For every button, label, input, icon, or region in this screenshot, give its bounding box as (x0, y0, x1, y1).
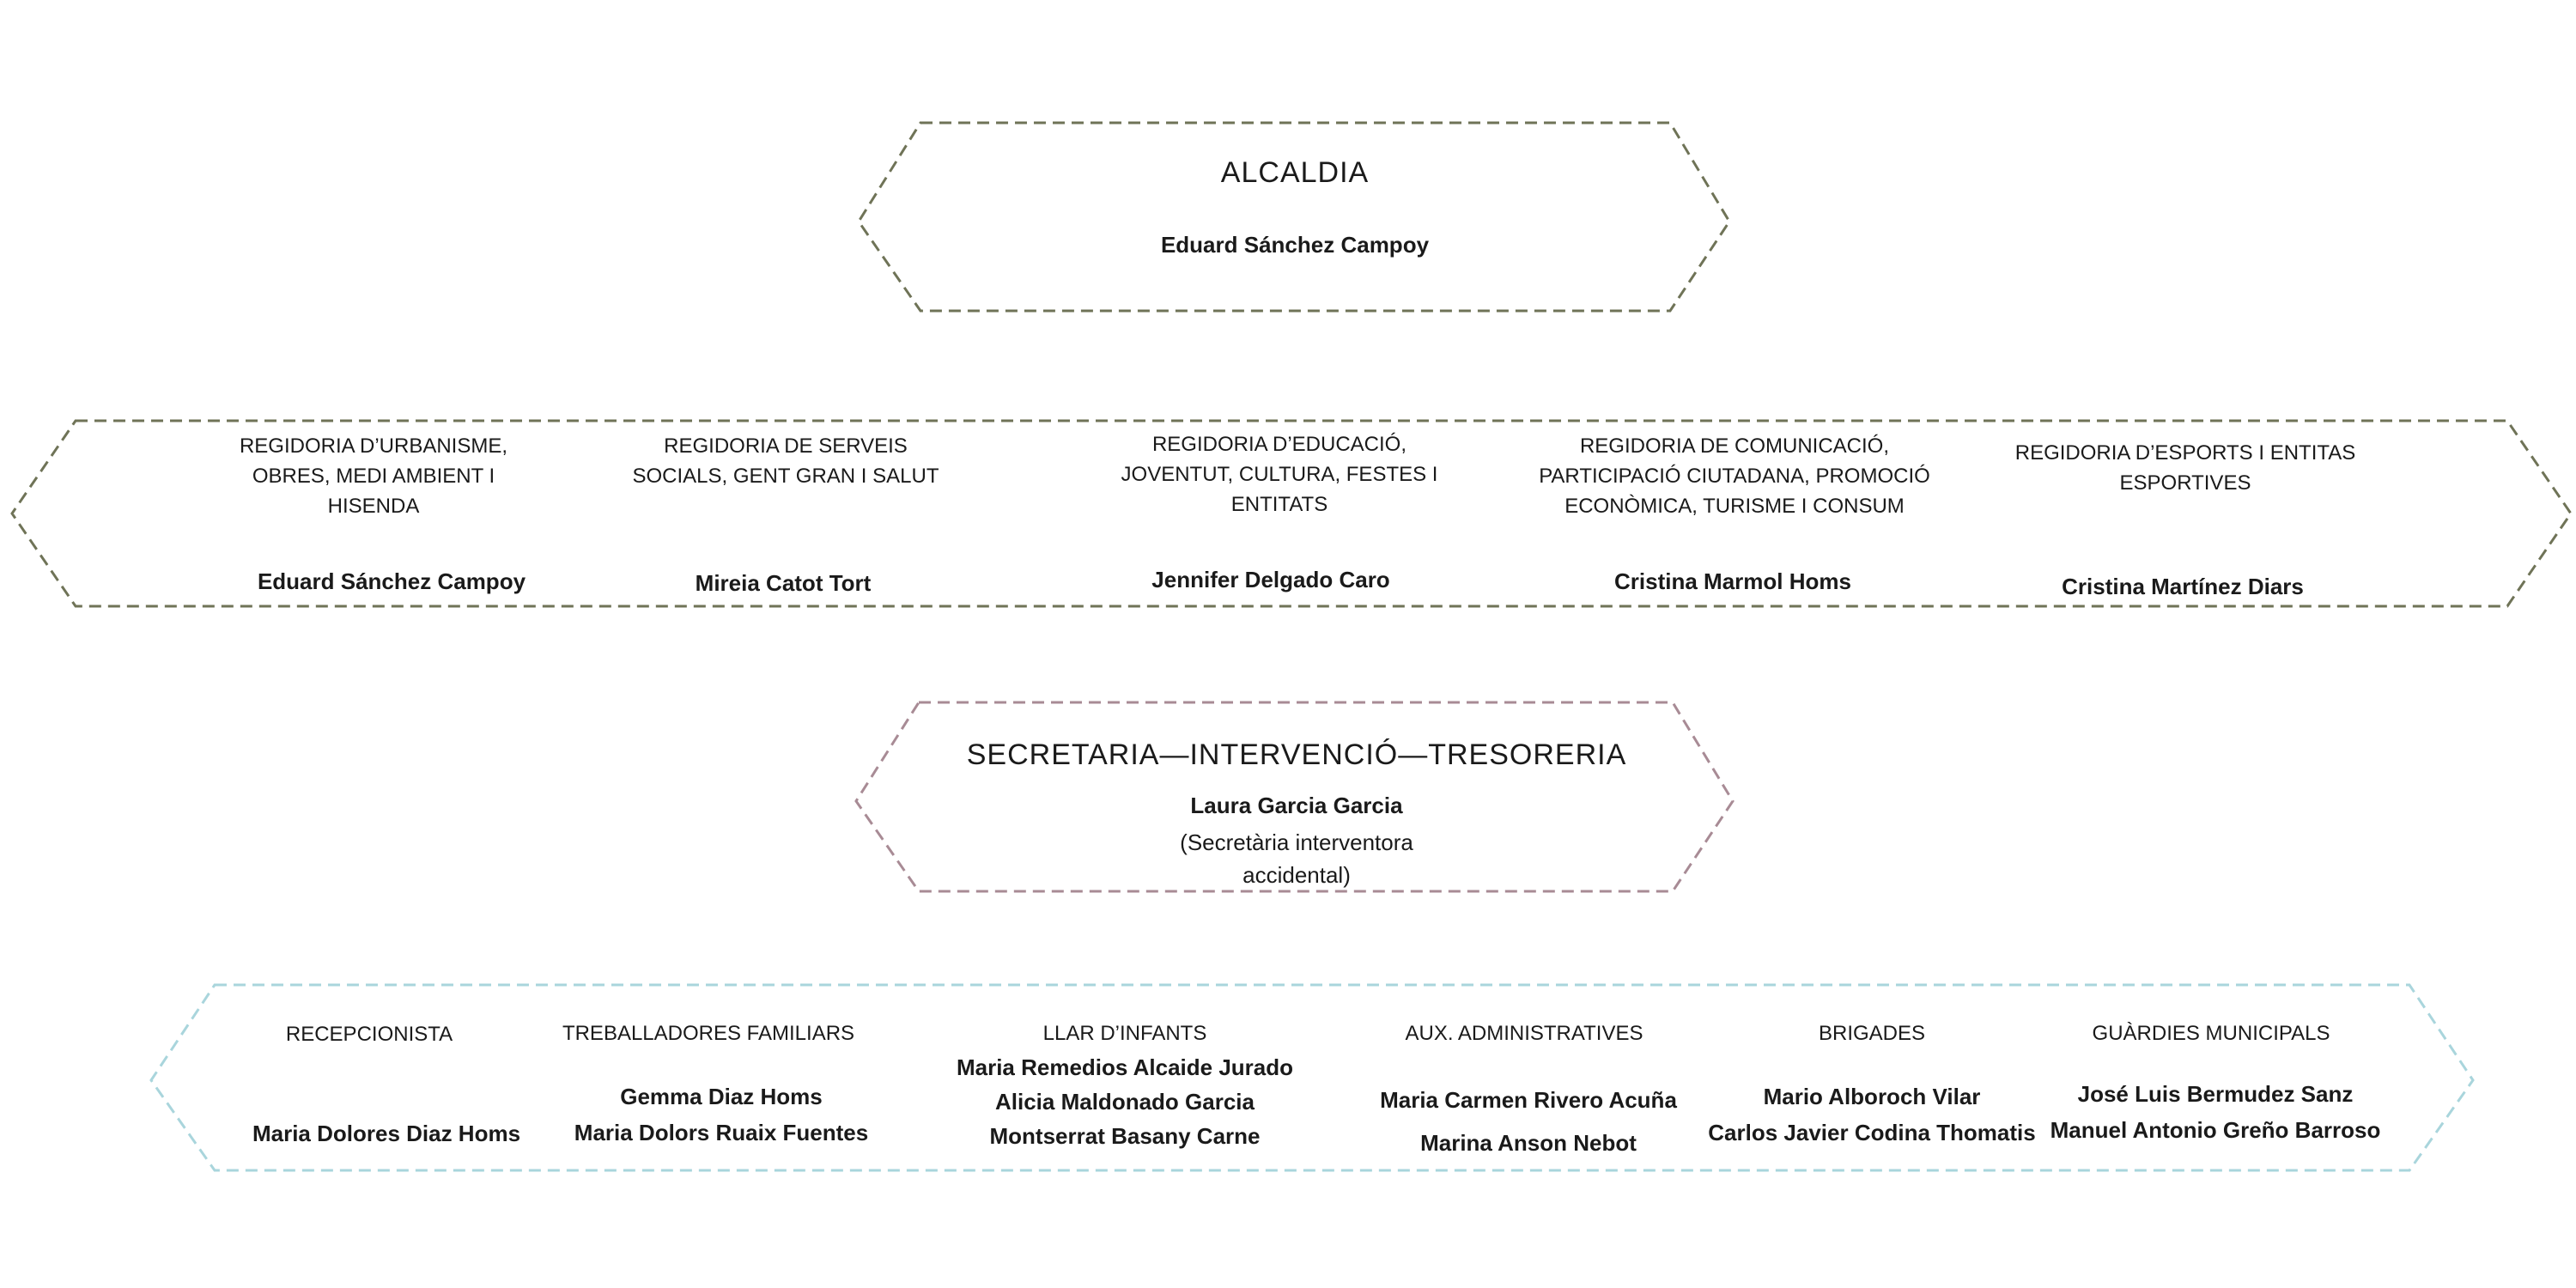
regidoria-educacio: REGIDORIA D’EDUCACIÓ, JOVENTUT, CULTURA,… (1082, 429, 1477, 519)
staff-names-brigades: Mario Alboroch Vilar Carlos Javier Codin… (1683, 1078, 2061, 1151)
regidoria-educacio-name: Jennifer Delgado Caro (1151, 567, 1390, 592)
staff-person: Maria Remedios Alcaide Jurado (956, 1054, 1294, 1080)
regidoria-serveis-socials: REGIDORIA DE SERVEIS SOCIALS, GENT GRAN … (601, 431, 970, 491)
staff-area-llar-infants: LLAR D’INFANTS (1042, 1022, 1207, 1045)
council-hexagon (10, 419, 2573, 608)
staff-person: Alicia Maldonado Garcia (995, 1089, 1255, 1115)
staff-names-treballadores-familiars: Gemma Diaz Homs Maria Dolors Ruaix Fuent… (550, 1078, 893, 1151)
alcaldia-hexagon (857, 121, 1731, 313)
staff-person: Maria Dolors Ruaix Fuentes (574, 1120, 869, 1145)
staff-area-treballadores-familiars: TREBALLADORES FAMILIARS (562, 1022, 855, 1045)
secretariat-role: (Secretària interventora accidental) (1180, 829, 1413, 888)
regidoria-comunicacio-name: Cristina Marmol Homs (1614, 568, 1851, 594)
secretariat-name: Laura Garcia Garcia (1190, 793, 1403, 818)
staff-person: José Luis Bermudez Sanz (2077, 1081, 2354, 1107)
staff-hexagon (149, 983, 2475, 1172)
staff-area-aux-administratives: AUX. ADMINISTRATIVES (1405, 1022, 1643, 1045)
alcaldia-name: Eduard Sánchez Campoy (1160, 232, 1430, 258)
staff-area-recepcionista: RECEPCIONISTA (285, 1023, 453, 1046)
staff-names-recepcionista: Maria Dolores Diaz Homs (215, 1115, 558, 1151)
staff-names-guardies-municipals: José Luis Bermudez Sanz Manuel Antonio G… (2031, 1076, 2400, 1148)
regidoria-serveis-socials-name: Mireia Catot Tort (695, 570, 872, 596)
staff-person: Gemma Diaz Homs (620, 1084, 823, 1109)
staff-person: Mario Alboroch Vilar (1763, 1084, 1981, 1109)
secretariat-title: SECRETARIA—INTERVENCIÓ—TRESORERIA (966, 738, 1627, 771)
staff-names-aux-administratives: Maria Carmen Rivero Acuña Marina Anson N… (1340, 1078, 1717, 1164)
staff-person: Marina Anson Nebot (1420, 1130, 1637, 1156)
staff-area-guardies-municipals: GUÀRDIES MUNICIPALS (2092, 1022, 2330, 1045)
regidoria-area-label: REGIDORIA DE SERVEIS SOCIALS, GENT GRAN … (632, 434, 939, 488)
staff-names-llar-infants: Maria Remedios Alcaide Jurado Alicia Mal… (927, 1050, 1322, 1153)
staff-area-brigades: BRIGADES (1818, 1022, 1926, 1045)
staff-person: Maria Carmen Rivero Acuña (1380, 1087, 1677, 1113)
regidoria-area-label: REGIDORIA D’URBANISME, OBRES, MEDI AMBIE… (239, 434, 508, 518)
regidoria-urbanisme-name: Eduard Sánchez Campoy (257, 568, 526, 594)
regidoria-esports: REGIDORIA D’ESPORTS I ENTITAS ESPORTIVES (1992, 438, 2379, 498)
staff-person: Montserrat Basany Carne (989, 1123, 1261, 1149)
regidoria-esports-name: Cristina Martínez Diars (2062, 574, 2304, 599)
regidoria-urbanisme: REGIDORIA D’URBANISME, OBRES, MEDI AMBIE… (189, 431, 558, 521)
staff-person: Manuel Antonio Greño Barroso (2050, 1117, 2381, 1143)
staff-person: Carlos Javier Codina Thomatis (1708, 1120, 2036, 1145)
secretariat-hexagon (854, 701, 1735, 893)
regidoria-area-label: REGIDORIA D’EDUCACIÓ, JOVENTUT, CULTURA,… (1121, 433, 1438, 516)
staff-person: Maria Dolores Diaz Homs (252, 1121, 521, 1146)
regidoria-area-label: REGIDORIA DE COMUNICACIÓ, PARTICIPACIÓ C… (1539, 434, 1930, 518)
regidoria-comunicacio: REGIDORIA DE COMUNICACIÓ, PARTICIPACIÓ C… (1511, 431, 1958, 521)
regidoria-area-label: REGIDORIA D’ESPORTS I ENTITAS ESPORTIVES (2014, 441, 2356, 495)
alcaldia-title: ALCALDIA (1220, 156, 1370, 189)
